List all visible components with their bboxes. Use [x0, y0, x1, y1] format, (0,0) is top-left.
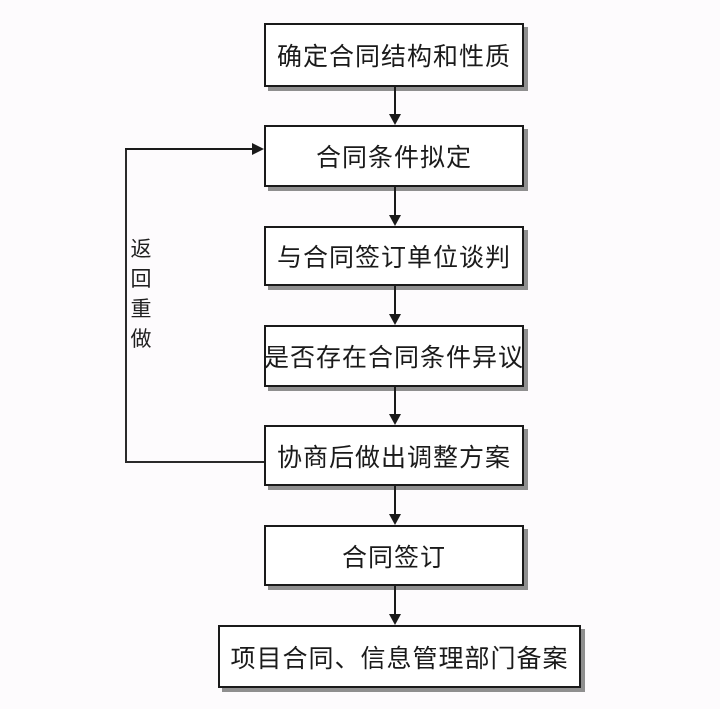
edge-line-3: [394, 286, 396, 315]
loop-edge-bottom-line: [125, 461, 264, 463]
flow-node-objection-check: 是否存在合同条件异议: [264, 325, 524, 387]
arrowhead-down-icon: [389, 514, 401, 525]
edge-line-6: [394, 586, 396, 615]
arrowhead-down-icon: [389, 614, 401, 625]
loop-edge-top-line: [125, 148, 253, 150]
edge-line-2: [394, 187, 396, 216]
flow-node-determine-structure: 确定合同结构和性质: [264, 23, 524, 87]
arrowhead-down-icon: [389, 114, 401, 125]
flow-node-negotiate: 与合同签订单位谈判: [264, 226, 524, 286]
flow-node-label: 合同条件拟定: [315, 143, 472, 172]
loop-edge-label: 返回重做: [130, 237, 152, 351]
flow-node-label: 与合同签订单位谈判: [276, 243, 511, 272]
flow-node-label: 项目合同、信息管理部门备案: [230, 643, 569, 673]
edge-line-1: [394, 87, 396, 115]
arrowhead-down-icon: [389, 414, 401, 425]
arrowhead-down-icon: [389, 314, 401, 325]
flow-node-label: 是否存在合同条件异议: [264, 343, 525, 372]
flow-node-label: 协商后做出调整方案: [276, 442, 511, 472]
flow-node-label: 确定合同结构和性质: [276, 42, 511, 71]
flow-node-adjustment-plan: 协商后做出调整方案: [264, 425, 524, 486]
loop-edge-vertical-line: [125, 148, 127, 463]
flow-node-draft-conditions: 合同条件拟定: [264, 125, 524, 187]
flow-node-sign-contract: 合同签订: [264, 525, 524, 586]
edge-line-5: [394, 486, 396, 515]
flow-node-filing: 项目合同、信息管理部门备案: [218, 625, 581, 688]
edge-line-4: [394, 387, 396, 415]
arrowhead-down-icon: [389, 215, 401, 226]
arrowhead-right-icon: [252, 143, 264, 155]
flow-node-label: 合同签订: [341, 542, 446, 572]
